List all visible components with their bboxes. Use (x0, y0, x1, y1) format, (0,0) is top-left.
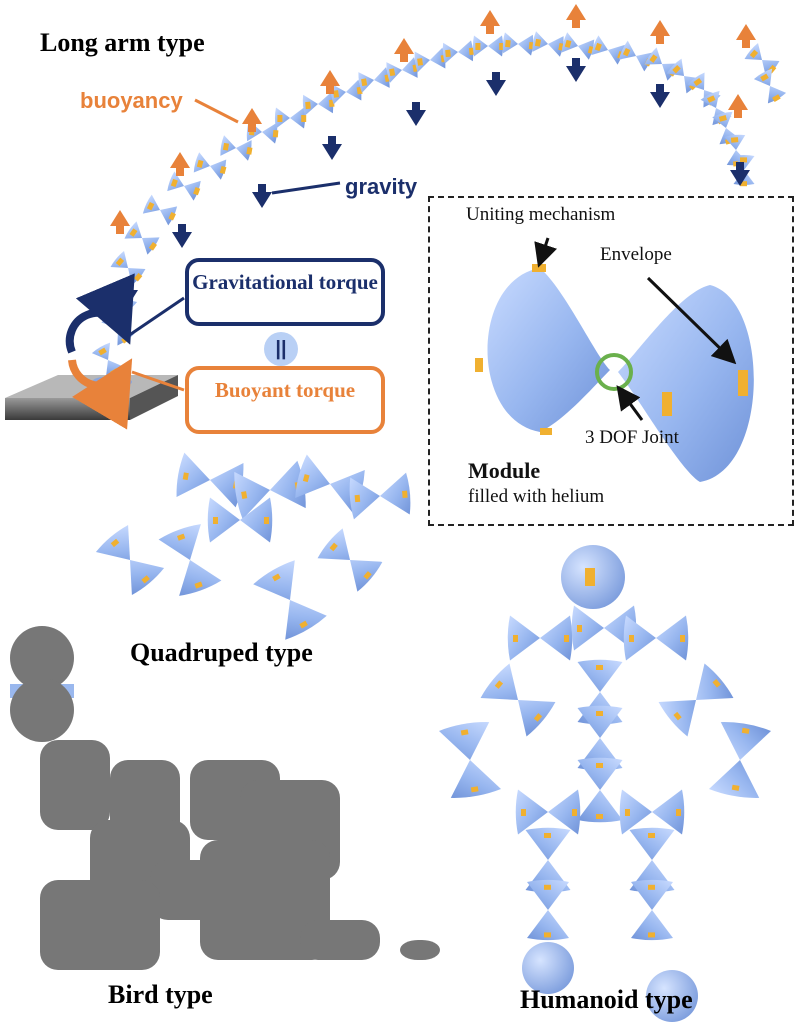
gravity-arrow (252, 184, 272, 208)
humanoid-right-foot (646, 970, 698, 1022)
arm-module (193, 152, 227, 180)
bird-head (10, 626, 74, 690)
gravity-arrow (172, 224, 192, 248)
arm-module (561, 32, 595, 60)
arm-module (330, 79, 363, 105)
joint-label: 3 DOF Joint (585, 427, 679, 448)
arm-module (110, 250, 146, 286)
bird-segment (200, 840, 330, 960)
quadruped-module (317, 528, 383, 592)
humanoid-module (527, 879, 569, 941)
gravity-arrow (486, 72, 506, 96)
gravity-label: gravity (345, 174, 418, 199)
bird-segment (300, 920, 380, 960)
buoyancy-arrow (242, 108, 262, 132)
quadruped-robot (95, 452, 411, 640)
arm-module (274, 107, 307, 129)
humanoid-module (480, 663, 556, 737)
envelope-label: Envelope (600, 244, 672, 265)
arm-module (302, 92, 335, 116)
buoyancy-arrow (320, 70, 340, 94)
bird-segment (400, 940, 440, 960)
buoyancy-arrow (566, 4, 586, 28)
arm-module (167, 171, 201, 201)
quadruped-module (207, 497, 273, 543)
arm-module (414, 47, 447, 73)
gravity-arrow (322, 136, 342, 160)
arm-module (358, 67, 391, 93)
humanoid-module (658, 663, 734, 737)
buoyancy-arrow (110, 210, 130, 234)
humanoid-module (623, 615, 689, 661)
arm-module (753, 68, 787, 104)
buoyancy-label: buoyancy (80, 88, 183, 113)
module-subtitle: filled with helium (468, 486, 605, 507)
uniting-mechanism-label: Uniting mechanism (466, 204, 616, 225)
quadruped-module (95, 525, 165, 595)
arm-module (532, 31, 565, 57)
gravity-arrow (650, 84, 670, 108)
buoyancy-arrow (394, 38, 414, 62)
humanoid-module (619, 789, 685, 835)
buoyant-torque-box: Buoyant torque (185, 366, 385, 434)
gravity-arrow (566, 58, 586, 82)
humanoid-title: Humanoid type (520, 985, 693, 1014)
buoyancy-arrow (650, 20, 670, 44)
buoyancy-arrow (736, 24, 756, 48)
humanoid-module (507, 615, 573, 661)
buoyancy-arrow (728, 94, 748, 118)
quadruped-module (158, 524, 222, 596)
arm-module (472, 35, 505, 57)
humanoid-module (708, 722, 772, 798)
quadruped-module (253, 560, 327, 640)
bird-title: Bird type (108, 980, 213, 1009)
humanoid-module (631, 879, 673, 941)
arm-module (442, 40, 475, 64)
bird-segment (40, 740, 110, 830)
quadruped-title: Quadruped type (130, 638, 313, 667)
bird-body-top (10, 678, 74, 742)
bird-segment (40, 880, 160, 970)
torque-arcs (65, 273, 135, 430)
gravity-arrow (730, 162, 750, 186)
module-illustration (475, 237, 754, 482)
humanoid-left-foot (522, 942, 574, 994)
gravity-arrow (406, 102, 426, 126)
module-title: Module (468, 458, 541, 483)
arm-module (502, 32, 535, 56)
humanoid-module (515, 789, 581, 835)
humanoid-module (577, 757, 623, 823)
head-mechanism (585, 568, 595, 586)
long-arm-title: Long arm type (40, 28, 205, 57)
leader-lines (127, 98, 341, 392)
buoyancy-arrow (170, 152, 190, 176)
quadruped-module (349, 472, 411, 520)
arm-module (220, 135, 253, 161)
bird-robot-silhouette (10, 626, 440, 970)
equals-badge: || (264, 332, 298, 366)
buoyancy-arrow (480, 10, 500, 34)
gravitational-torque-box: Gravitational torque (185, 258, 385, 326)
arm-module (142, 194, 178, 226)
arm-module (124, 221, 160, 255)
humanoid-robot (438, 545, 772, 1022)
humanoid-module (438, 722, 502, 798)
arm-module (591, 35, 625, 65)
